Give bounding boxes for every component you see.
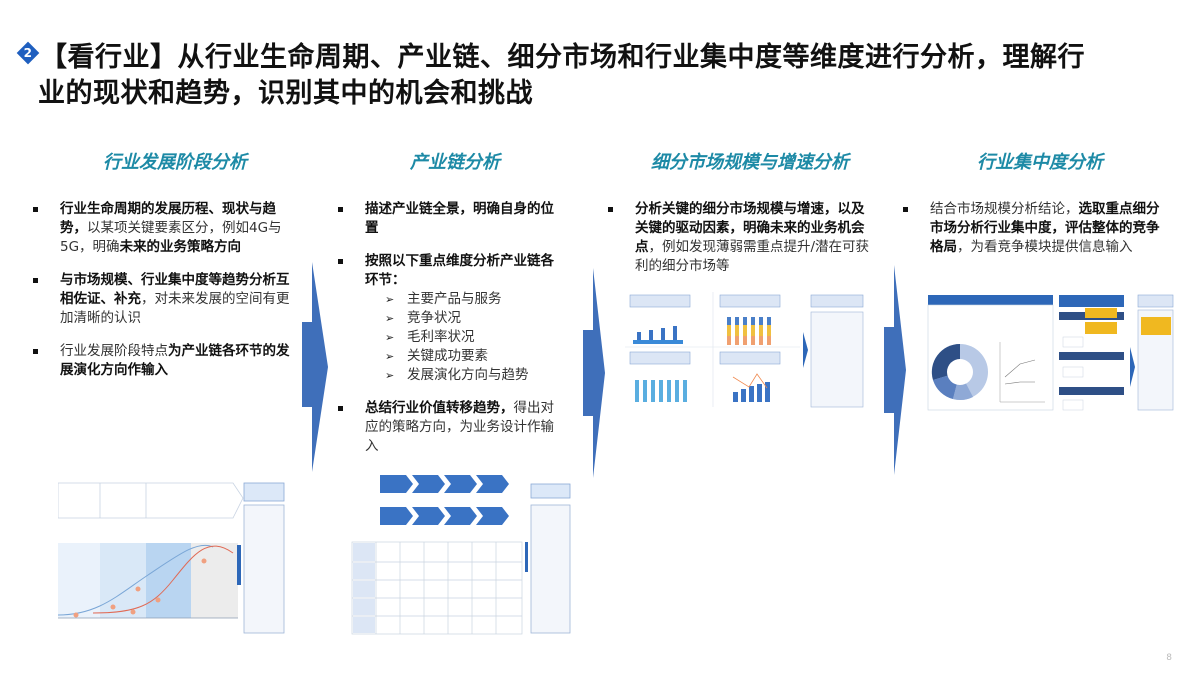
bullet-text: 得出对应的策略方向，为业务设计作输入 [365, 400, 554, 454]
bullet-square-icon [338, 406, 343, 411]
page-number: 8 [1166, 653, 1172, 663]
bullet-item: 结合市场规模分析结论，选取重点细分市场分析行业集中度，评估整体的竞争格局，为看竞… [900, 200, 1170, 257]
arrow-bullet-icon: ➢ [385, 350, 395, 363]
page-title: 2 【看行业】从行业生命周期、产业链、细分市场和行业集中度等维度进行分析，理解行… [16, 40, 1188, 112]
flow-arrow-icon [884, 265, 906, 475]
flow-arrow-icon [302, 262, 328, 472]
arrow-bullet-icon: ➢ [385, 331, 395, 344]
badge-number: 2 [23, 46, 33, 60]
sub-item: ➢ 主要产品与服务 [385, 290, 565, 309]
numbered-diamond-icon: 2 [16, 41, 40, 65]
lifecycle-template-thumbnail [57, 465, 298, 635]
bullet-list: 结合市场规模分析结论，选取重点细分市场分析行业集中度，评估整体的竞争格局，为看竞… [900, 200, 1170, 257]
column-industry-stage: 行业发展阶段分析 行业生命周期的发展历程、现状与趋势，以某项关键要素区分，例如4… [30, 148, 300, 394]
sub-item-text: 发展演化方向与趋势 [407, 367, 529, 383]
sub-item-text: 关键成功要素 [407, 348, 488, 364]
bullet-text-bold: 与市场规模、行业集中度等趋势分析互相佐证、补充 [60, 272, 290, 307]
bullet-item: 总结行业价值转移趋势，得出对应的策略方向，为业务设计作输入 [335, 399, 565, 456]
column-industry-chain: 产业链分析 描述产业链全景，明确自身的位置 按照以下重点维度分析产业链各环节： … [335, 148, 565, 470]
title-line-2: 业的现状和趋势，识别其中的机会和挑战 [38, 78, 533, 109]
bullet-square-icon [33, 207, 38, 212]
sub-item: ➢ 毛利率状况 [385, 328, 565, 347]
bullet-list: 行业生命周期的发展历程、现状与趋势，以某项关键要素区分，例如4G与5G，明确未来… [30, 200, 300, 380]
sub-item: ➢ 发展演化方向与趋势 [385, 366, 565, 385]
bullet-square-icon [608, 207, 613, 212]
bullet-text: 结合市场规模分析结论， [930, 201, 1079, 217]
bullet-square-icon [903, 207, 908, 212]
bullet-square-icon [338, 207, 343, 212]
arrow-bullet-icon: ➢ [385, 293, 395, 306]
column-heading: 行业发展阶段分析 [103, 152, 247, 173]
industry-chain-template-thumbnail [350, 470, 572, 635]
column-segment-market: 细分市场规模与增速分析 分析关键的细分市场规模与增速，以及关键的驱动因素，明确未… [605, 148, 875, 290]
bullet-text-bold: 行业生命周期的发展历程、现状与趋势， [60, 201, 276, 236]
arrow-bullet-icon: ➢ [385, 312, 395, 325]
bullet-text-bold: 选取重点细分市场分析行业集中度，评估整体的竞争格局 [930, 201, 1160, 255]
bullet-item: 行业发展阶段特点为产业链各环节的发展演化方向作输入 [30, 342, 300, 380]
column-concentration: 行业集中度分析 结合市场规模分析结论，选取重点细分市场分析行业集中度，评估整体的… [900, 148, 1170, 271]
concentration-template-thumbnail [925, 292, 1175, 414]
bullet-square-icon [33, 349, 38, 354]
bullet-text-bold: 按照以下重点维度分析产业链各环节： [365, 253, 554, 288]
bullet-text-bold: 未来的业务策略方向 [119, 239, 242, 255]
sub-item-text: 主要产品与服务 [407, 291, 502, 307]
bullet-item: 行业生命周期的发展历程、现状与趋势，以某项关键要素区分，例如4G与5G，明确未来… [30, 200, 300, 257]
sub-item: ➢ 关键成功要素 [385, 347, 565, 366]
bullet-text-bold: 总结行业价值转移趋势， [365, 400, 514, 416]
column-heading: 细分市场规模与增速分析 [651, 152, 849, 173]
segment-market-template-thumbnail [625, 292, 865, 412]
segment-market-charts [625, 292, 864, 408]
bullet-text: ，对未来发展的空间有更加清晰的认识 [60, 291, 290, 326]
bullet-text-bold: 为产业链各环节的发展演化方向作输入 [60, 343, 290, 378]
sub-item-text: 毛利率状况 [407, 329, 475, 345]
bullet-item: 分析关键的细分市场规模与增速，以及关键的驱动因素，明确未来的业务机会点，例如发现… [605, 200, 875, 276]
column-heading: 产业链分析 [410, 152, 500, 173]
sub-list: ➢ 主要产品与服务 ➢ 竞争状况 ➢ 毛利率状况 ➢ 关键成功要素 ➢ 发展演化方向与趋势 [365, 290, 565, 385]
column-heading: 行业集中度分析 [977, 152, 1103, 173]
bullet-text-bold: 分析关键的细分市场规模与增速，以及关键的驱动因素，明确未来的业务机会点 [635, 201, 865, 255]
bullet-text: ，例如发现薄弱需重点提升/潜在可获利的细分市场等 [635, 239, 870, 274]
bullet-list: 分析关键的细分市场规模与增速，以及关键的驱动因素，明确未来的业务机会点，例如发现… [605, 200, 875, 276]
bullet-square-icon [33, 278, 38, 283]
sub-item: ➢ 竞争状况 [385, 309, 565, 328]
bullet-item: 描述产业链全景，明确自身的位置 [335, 200, 565, 238]
sub-item-text: 竞争状况 [407, 310, 461, 326]
lifecycle-curve-chart [57, 482, 285, 634]
arrow-bullet-icon: ➢ [385, 369, 395, 382]
concentration-charts [927, 294, 1174, 411]
bullet-text: 以某项关键要素区分，例如4G与5G，明确 [60, 220, 282, 255]
bullet-item: 与市场规模、行业集中度等趋势分析互相佐证、补充，对未来发展的空间有更加清晰的认识 [30, 271, 300, 328]
title-line-1: 【看行业】从行业生命周期、产业链、细分市场和行业集中度等维度进行分析，理解行 [40, 42, 1085, 73]
bullet-square-icon [338, 259, 343, 264]
bullet-text-bold: 描述产业链全景，明确自身的位置 [365, 201, 554, 236]
bullet-text: 行业发展阶段特点 [60, 343, 168, 359]
flow-arrow-icon [583, 268, 605, 478]
industry-chain-diagram [351, 475, 571, 635]
bullet-item: 按照以下重点维度分析产业链各环节： ➢ 主要产品与服务 ➢ 竞争状况 ➢ 毛利率状况 … [335, 252, 565, 385]
bullet-list: 描述产业链全景，明确自身的位置 按照以下重点维度分析产业链各环节： ➢ 主要产品与… [335, 200, 565, 456]
bullet-text: ，为看竞争模块提供信息输入 [957, 239, 1133, 255]
